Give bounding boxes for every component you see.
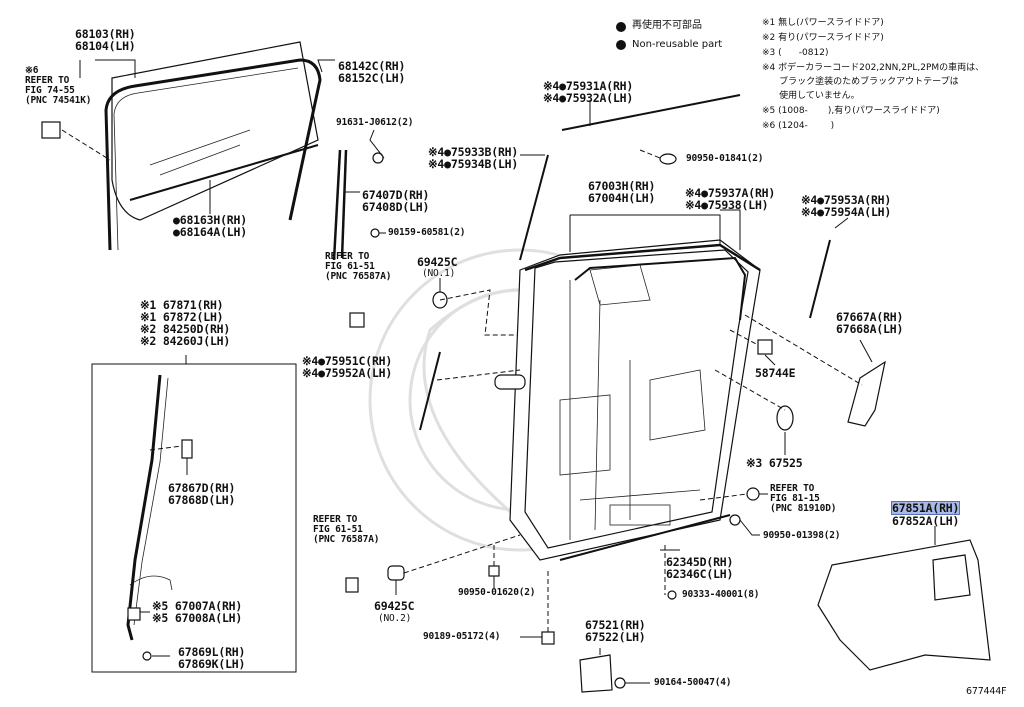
- note-5: ※5 (1008- ),有り(パワースライドドア): [762, 106, 940, 116]
- label-67525[interactable]: ※3 67525: [746, 456, 803, 470]
- label-75933[interactable]: ※4●75933B(RH) ※4●75934B(LH): [428, 145, 519, 171]
- label-69425-no2-sub: (NO.2): [378, 613, 412, 624]
- label-ref-61-51-b[interactable]: REFER TO FIG 61-51 (PNC 76587A): [313, 514, 380, 545]
- run-channel: [104, 58, 322, 251]
- label-90950-01398[interactable]: 90950-01398(2): [763, 530, 841, 541]
- label-69425-no2[interactable]: 69425C: [374, 599, 415, 613]
- label-67007[interactable]: ※5 67007A(RH) ※5 67008A(LH): [152, 599, 243, 625]
- label-67871[interactable]: ※1 67871(RH) ※1 67872(LH) ※2 84250D(RH) …: [140, 298, 231, 348]
- inset-box: [91, 363, 297, 673]
- label-62345[interactable]: 62345D(RH) 62346C(LH): [666, 555, 734, 581]
- label-67667[interactable]: 67667A(RH) 67668A(LH): [836, 310, 904, 336]
- note-2: ※2 有り(パワースライドドア): [762, 33, 884, 43]
- label-75951[interactable]: ※4●75951C(RH) ※4●75952A(LH): [302, 354, 393, 380]
- label-67003[interactable]: 67003H(RH) 67004H(LH): [588, 179, 656, 205]
- label-75937[interactable]: ※4●75937A(RH) ※4●75938(LH): [685, 186, 776, 212]
- hinge-67521: [579, 654, 613, 693]
- label-69425-no1[interactable]: 69425C: [417, 255, 458, 269]
- clip-67867: [181, 439, 193, 459]
- door-panel: [494, 239, 761, 561]
- note-1: ※1 無し(パワースライドドア): [762, 18, 884, 28]
- tape-74541K: [41, 121, 61, 139]
- label-90164[interactable]: 90164-50047(4): [654, 677, 732, 688]
- note-4b: ブラック塗装のためブラックアウトテープは: [762, 77, 959, 87]
- label-90950-01841[interactable]: 90950-01841(2): [686, 153, 764, 164]
- screw-90159: [370, 228, 380, 238]
- lower-molding-62345: [559, 514, 731, 561]
- label-58744E[interactable]: 58744E: [755, 366, 796, 380]
- label-ref-81-15[interactable]: REFER TO FIG 81-15 (PNC 81910D): [770, 483, 837, 514]
- label-67852A[interactable]: 67852A(LH): [892, 514, 960, 528]
- label-90950-01620[interactable]: 90950-01620(2): [458, 587, 536, 598]
- outside-handle: [494, 374, 526, 390]
- legend-dot-en: [616, 40, 626, 50]
- hole-cover-67525: [776, 405, 794, 431]
- rear-weatherstrip-67667: [847, 360, 886, 427]
- molding-75931: [561, 94, 741, 131]
- tape-58744E: [757, 339, 773, 355]
- bolt-90189: [541, 631, 555, 645]
- cable-67871: [126, 374, 162, 641]
- label-67521[interactable]: 67521(RH) 67522(LH): [585, 618, 646, 644]
- legend-dot-jp: [616, 22, 626, 32]
- plug-90950-01620: [488, 565, 500, 577]
- label-ref-61-51-a[interactable]: REFER TO FIG 61-51 (PNC 76587A): [325, 251, 392, 282]
- refer-plate-a: [349, 312, 365, 328]
- note-6: ※6 (1204- ): [762, 121, 835, 131]
- bolt-91631: [372, 152, 384, 164]
- label-90189[interactable]: 90189-05172(4): [423, 631, 501, 642]
- label-68103[interactable]: 68103(RH) 68104(LH): [75, 27, 136, 53]
- door-glass: [111, 41, 319, 221]
- screw-90164: [614, 677, 626, 689]
- label-67867[interactable]: 67867D(RH) 67868D(LH): [168, 481, 236, 507]
- door-trim-67851: [817, 539, 991, 671]
- refer-plate-b: [345, 577, 359, 593]
- legend-jp: 再使用不可部品: [632, 20, 702, 31]
- label-67869[interactable]: 67869L(RH) 67869K(LH): [178, 645, 246, 671]
- plug-90950-01841: [659, 153, 677, 165]
- clip-90333: [667, 590, 677, 600]
- molding-75951: [419, 351, 441, 431]
- note-4: ※4 ボデーカラーコード202,2NN,2PL,2PMの車両は、: [762, 63, 985, 73]
- clip-67869: [142, 651, 152, 661]
- label-75931[interactable]: ※4●75931A(RH) ※4●75932A(LH): [543, 79, 634, 105]
- bumper-69425C-no2: [387, 565, 405, 581]
- figure-number: 677444F: [966, 686, 1007, 697]
- label-69425-no1-sub: (NO.1): [422, 268, 456, 279]
- label-ref-74-55[interactable]: ※6 REFER TO FIG 74-55 (PNC 74541K): [25, 65, 92, 106]
- legend-en: Non-reusable part: [632, 39, 723, 50]
- plug-90950-01398: [729, 514, 741, 526]
- label-68163[interactable]: ●68163H(RH) ●68164A(LH): [173, 213, 247, 239]
- ref-81910D: [746, 487, 760, 501]
- label-67851A-highlighted[interactable]: 67851A(RH): [890, 501, 961, 515]
- molding-75933: [519, 154, 549, 261]
- clip-67007: [127, 607, 141, 621]
- outer-weatherstrip: [129, 144, 319, 201]
- label-91631[interactable]: 91631-J0612(2): [336, 117, 414, 128]
- note-3: ※3 ( -0812): [762, 48, 829, 58]
- label-67407[interactable]: 67407D(RH) 67408D(LH): [362, 188, 430, 214]
- label-90159[interactable]: 90159-60581(2): [388, 227, 466, 238]
- molding-75953: [809, 239, 831, 319]
- note-4c: 使用していません。: [762, 91, 860, 101]
- label-68142[interactable]: 68142C(RH) 68152C(LH): [338, 59, 406, 85]
- label-75953[interactable]: ※4●75953A(RH) ※4●75954A(LH): [801, 193, 892, 219]
- rear-lower-frame: [332, 149, 348, 261]
- label-90333[interactable]: 90333-40001(8): [682, 589, 760, 600]
